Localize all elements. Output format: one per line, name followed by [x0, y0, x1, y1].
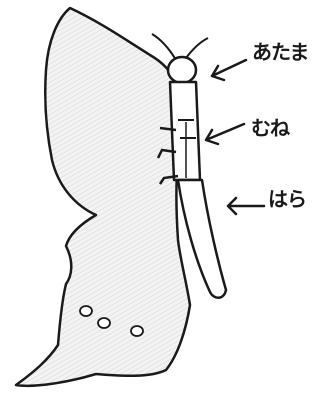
head-shape — [168, 57, 196, 83]
antenna-right — [186, 38, 208, 58]
label-belly: はら — [268, 183, 306, 212]
arrow-chest-label — [206, 124, 244, 144]
label-chest: むね — [251, 112, 289, 141]
wing-spot — [131, 326, 143, 336]
wing-spot — [80, 306, 92, 316]
arrow-belly-label — [228, 198, 264, 214]
arrow-head-label — [212, 60, 246, 80]
wing-shape — [16, 8, 190, 386]
wing-spot — [98, 318, 110, 328]
label-head: あたま — [252, 36, 308, 65]
antenna-left — [152, 34, 176, 60]
